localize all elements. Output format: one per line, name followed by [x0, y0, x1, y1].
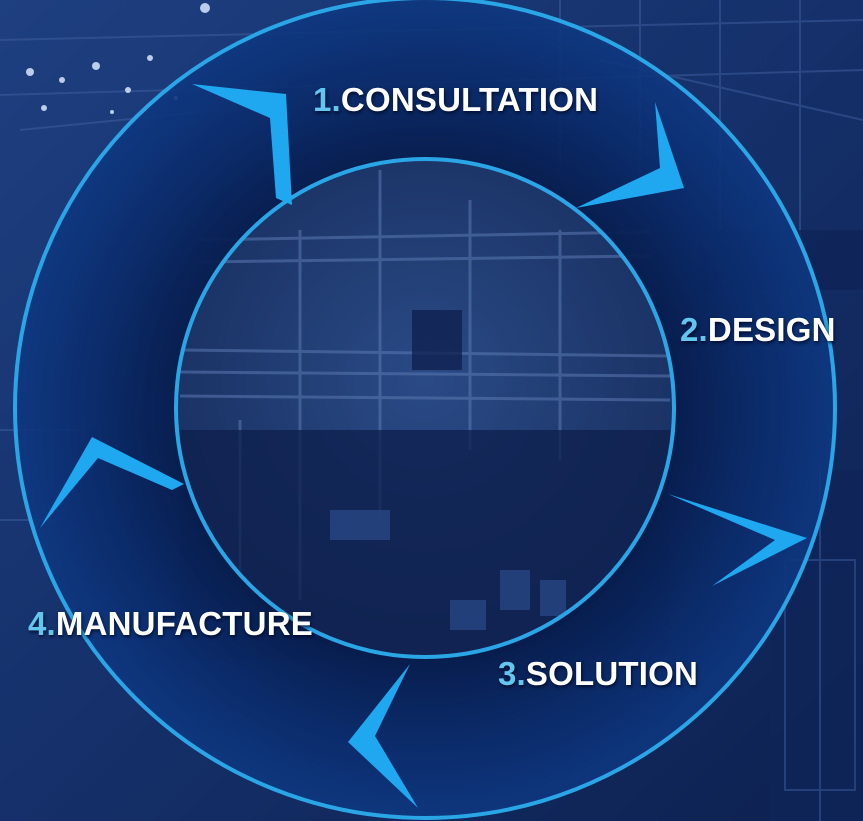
step-label: MANUFACTURE — [55, 605, 313, 642]
step-number: 4. — [28, 605, 56, 642]
step-label: DESIGN — [707, 311, 836, 348]
cycle-ring — [13, 0, 837, 820]
step-consultation: 1.CONSULTATION — [313, 83, 598, 116]
step-design: 2.DESIGN — [680, 313, 836, 346]
step-manufacture: 4.MANUFACTURE — [28, 607, 313, 640]
arrow-icon — [192, 84, 292, 205]
step-label: CONSULTATION — [340, 81, 599, 118]
arrow-icon — [348, 664, 418, 808]
step-solution: 3.SOLUTION — [498, 657, 698, 690]
step-number: 1. — [313, 81, 341, 118]
arrow-icon — [576, 102, 684, 208]
step-number: 2. — [680, 311, 708, 348]
arrow-icon — [40, 437, 184, 528]
arrow-icon — [668, 494, 807, 586]
step-number: 3. — [498, 655, 526, 692]
step-label: SOLUTION — [525, 655, 699, 692]
